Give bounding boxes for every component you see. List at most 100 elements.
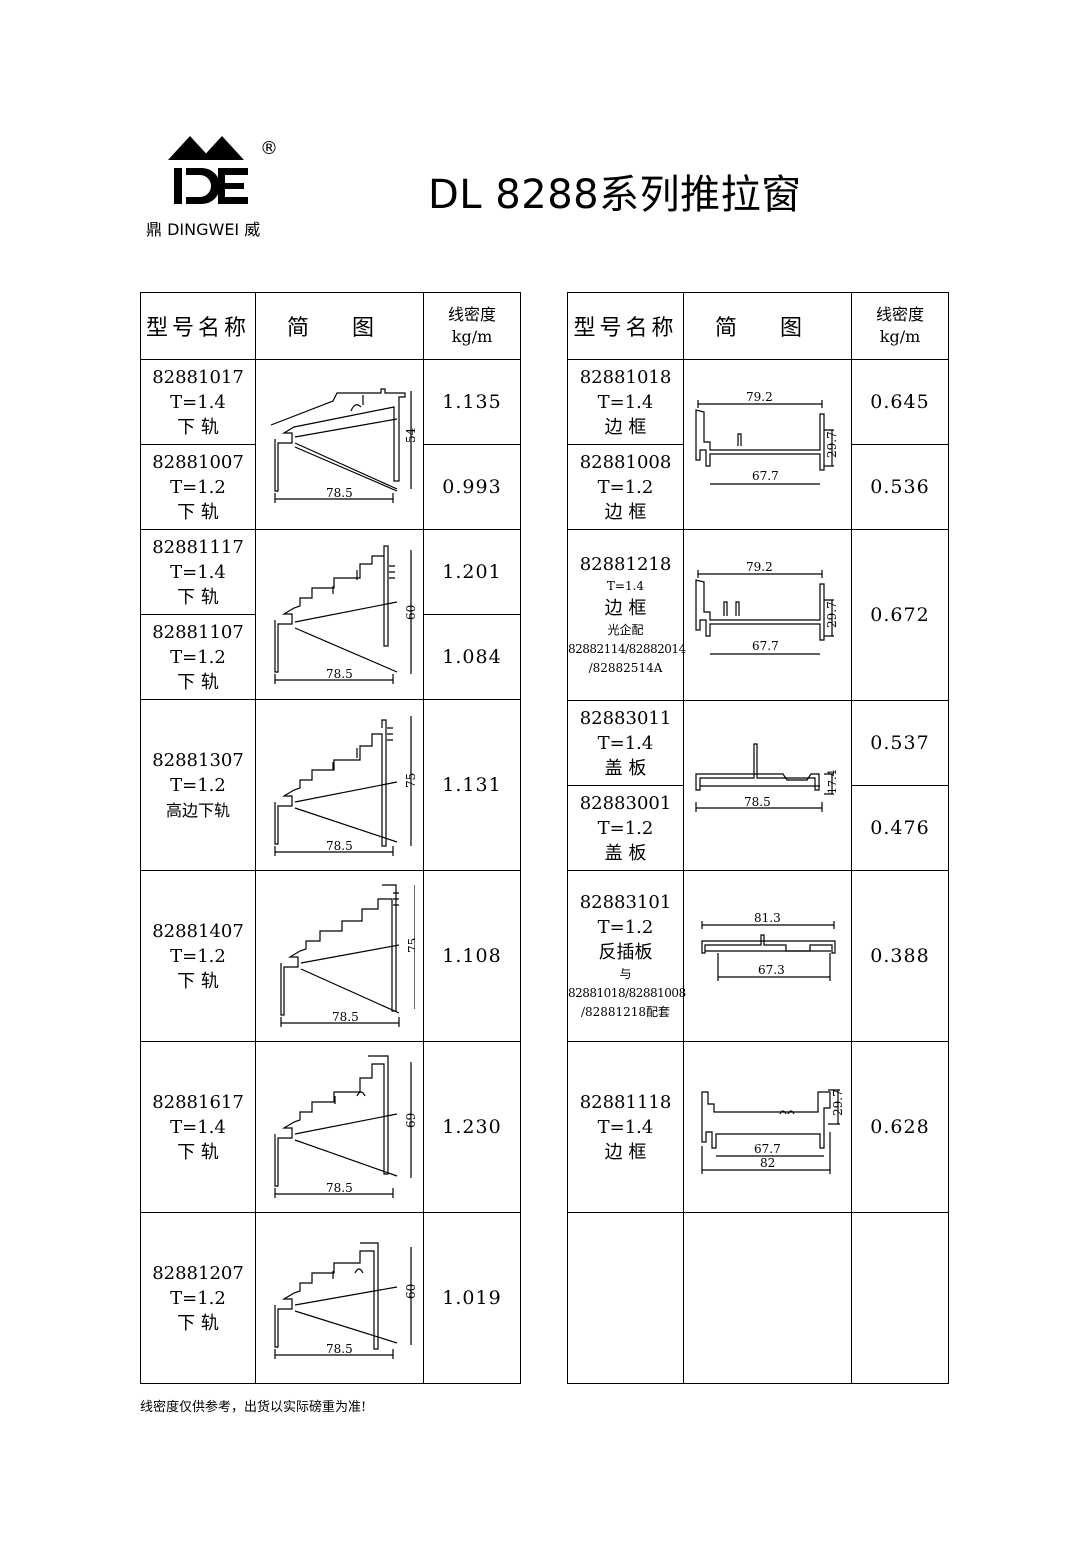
insert-plate-profile-icon: 81.3 67.3 <box>700 911 836 981</box>
profile-code: 82881617 <box>152 1091 244 1113</box>
profile-sketch: 79.2 29.7 67.7 <box>683 359 852 530</box>
dim-inner: 67.7 <box>752 469 779 483</box>
dim-width: 79.2 <box>746 560 773 574</box>
table-row: 82881007 T=1.2 下 轨 0.993 <box>140 444 521 530</box>
density-value: 0.672 <box>851 529 949 701</box>
profile-code: 82881107 <box>152 621 244 643</box>
profile-sketch: 78.5 69 <box>255 1041 424 1213</box>
profile-type: 边 框 <box>604 1141 647 1163</box>
profile-type: 边 框 <box>604 598 647 619</box>
dim-inner: 67.7 <box>752 639 779 653</box>
dim-inner: 67.7 <box>754 1142 781 1156</box>
right-spec-table: 型号名称 简 图 线密度 kg/m 82881018 T=1.4 边 框 79.… <box>567 292 949 1384</box>
profile-cell: 82881307 T=1.2 高边下轨 <box>140 699 256 871</box>
dim-height: 75 <box>404 773 415 788</box>
profile-cell: 82881218 T=1.4 边 框 光企配 82882114/82882014… <box>567 529 686 701</box>
profile-type: 下 轨 <box>177 586 219 608</box>
dim-height: 69 <box>404 1113 415 1128</box>
profile-thickness: T=1.2 <box>170 646 226 668</box>
density-value: 1.084 <box>423 614 521 700</box>
profile-thickness: T=1.4 <box>606 579 645 593</box>
dim-height: 60 <box>404 604 415 619</box>
rail-profile-icon: 78.5 60 <box>273 1242 415 1359</box>
table-header-row: 型号名称 简 图 线密度 kg/m <box>567 292 949 360</box>
profile-sketch: 78.5 60 <box>255 529 424 700</box>
profile-type: 边 框 <box>604 501 647 523</box>
profile-cell: 82881207 T=1.2 下 轨 <box>140 1212 256 1384</box>
profile-thickness: T=1.2 <box>170 945 226 967</box>
dim-width: 78.5 <box>326 1342 353 1356</box>
table-row: 82881107 T=1.2 下 轨 1.084 <box>140 614 521 700</box>
profile-code: 82881407 <box>152 920 244 942</box>
profile-sketch: 29.7 67.7 82 <box>683 1041 852 1213</box>
table-row: 82881218 T=1.4 边 框 光企配 82882114/82882014… <box>567 529 949 701</box>
dim-width: 78.5 <box>744 795 771 809</box>
table-row: 82883001 T=1.2 盖 板 0.476 <box>567 785 949 871</box>
dim-width: 78.5 <box>326 486 353 500</box>
dim-width: 78.5 <box>326 667 353 681</box>
profile-cell: 82881017 T=1.4 下 轨 <box>140 359 256 445</box>
table-row: 82881008 T=1.2 边 框 0.536 <box>567 444 949 530</box>
profile-type: 反插板 <box>598 942 653 963</box>
table-row: 82881307 T=1.2 高边下轨 78.5 75 1.131 <box>140 699 521 871</box>
header-density-label: 线密度 <box>875 305 924 324</box>
profile-thickness: T=1.2 <box>170 1287 226 1309</box>
frame-profile-icon: 79.2 29.7 67.7 <box>694 390 839 485</box>
table-row: 82881118 T=1.4 边 框 29.7 67.7 82 0.628 <box>567 1041 949 1213</box>
profile-thickness: T=1.2 <box>597 917 654 938</box>
dim-height: 29.7 <box>825 601 839 628</box>
header-density-unit: kg/m <box>451 327 493 346</box>
profile-cell: 82881008 T=1.2 边 框 <box>567 444 684 530</box>
profile-type: 盖 板 <box>604 757 647 779</box>
density-value: 0.476 <box>851 785 949 871</box>
rail-profile-icon: 78.5 60 <box>273 544 415 684</box>
density-value: 0.993 <box>423 444 521 530</box>
table-header-row: 型号名称 简 图 线密度 kg/m <box>140 292 521 360</box>
table-row: 82881617 T=1.4 下 轨 78.5 69 1.230 <box>140 1041 521 1213</box>
profile-type: 下 轨 <box>177 970 219 992</box>
dim-width: 78.5 <box>326 839 353 853</box>
profile-code: 82881008 <box>579 451 672 473</box>
profile-cell: 82881117 T=1.4 下 轨 <box>140 529 256 615</box>
profile-code: 82881307 <box>152 749 244 771</box>
dim-width: 79.2 <box>746 390 773 404</box>
frame-profile-icon: 29.7 67.7 82 <box>700 1089 845 1174</box>
header-name: 型号名称 <box>140 292 256 360</box>
dim-height: 29.7 <box>831 1089 845 1116</box>
cover-plate-profile-icon: 17.4 78.5 <box>694 742 839 812</box>
profile-cell: 82881617 T=1.4 下 轨 <box>140 1041 256 1213</box>
header-density-unit: kg/m <box>879 327 921 346</box>
density-value: 0.388 <box>851 870 949 1042</box>
header-name: 型号名称 <box>567 292 684 360</box>
density-value: 0.536 <box>851 444 949 530</box>
table-row: 82883011 T=1.4 盖 板 17.4 78.5 0.537 <box>567 700 949 871</box>
profile-sketch: 81.3 67.3 <box>683 870 852 1042</box>
profile-type: 下 轨 <box>177 416 219 438</box>
dim-inner: 67.3 <box>758 963 785 977</box>
rail-profile-icon: 78.5 75 <box>279 884 415 1027</box>
profile-type: 下 轨 <box>177 671 219 693</box>
profile-note: 82882114/82882014 <box>568 642 686 656</box>
profile-code: 82883101 <box>579 892 672 913</box>
profile-type: 下 轨 <box>177 1141 219 1163</box>
profile-thickness: T=1.2 <box>170 774 226 796</box>
profile-sketch: 17.4 78.5 <box>683 700 852 871</box>
registered-mark: ® <box>260 138 278 159</box>
header-sketch: 简 图 <box>255 292 424 360</box>
dim-height: 17.4 <box>826 769 839 794</box>
profile-note: /82881218配套 <box>580 1005 671 1019</box>
profile-sketch: 78.5 75 <box>255 699 424 871</box>
header-density: 线密度 kg/m <box>851 292 949 360</box>
footnote: 线密度仅供参考，出货以实际磅重为准! <box>140 1400 367 1415</box>
profile-type: 盖 板 <box>604 842 647 864</box>
table-row: 82881018 T=1.4 边 框 79.2 29.7 67.7 0.645 <box>567 359 949 530</box>
profile-cell: 82881018 T=1.4 边 框 <box>567 359 684 445</box>
table-row: 82883101 T=1.2 反插板 与 82881018/82881008 /… <box>567 870 949 1042</box>
density-value: 1.230 <box>423 1041 521 1213</box>
profile-code: 82883001 <box>579 792 672 814</box>
profile-cell: 82881407 T=1.2 下 轨 <box>140 870 256 1042</box>
profile-note: 82881018/82881008 <box>568 986 686 1000</box>
dim-height: 54 <box>404 427 415 443</box>
profile-sketch: 78.5 54 <box>255 359 424 530</box>
high-rail-profile-icon: 78.5 75 <box>273 716 415 856</box>
